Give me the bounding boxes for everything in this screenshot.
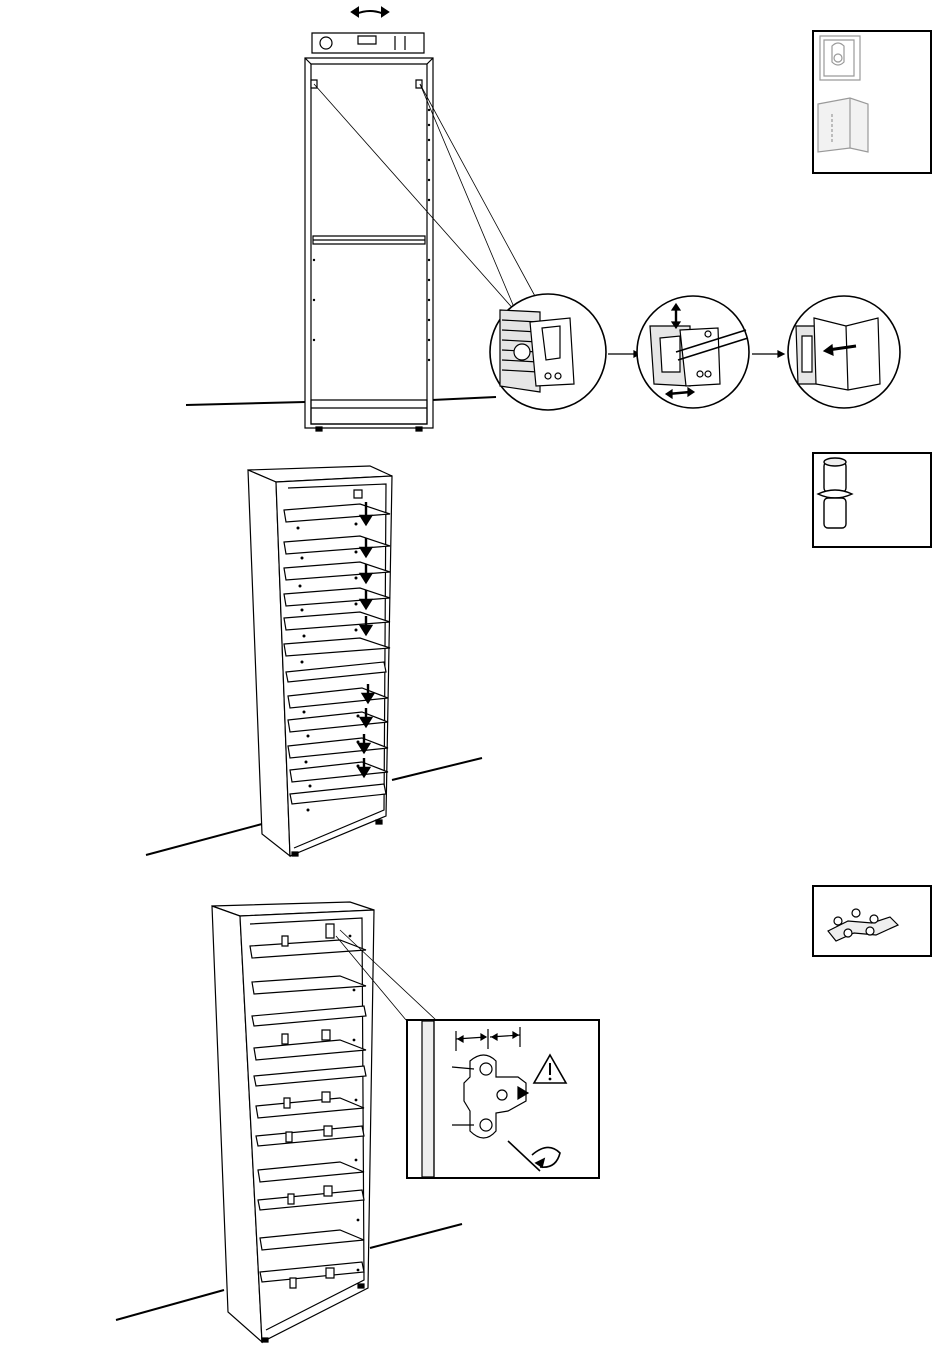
step-1 <box>0 0 950 440</box>
detail-adjust-with-screwdriver <box>637 296 749 408</box>
hinge-plate-icon <box>452 1055 528 1138</box>
floor-line <box>186 402 305 405</box>
wall-hanging-bracket-icon <box>820 36 860 80</box>
detail-hook-onto-bracket <box>490 294 606 410</box>
floor-line <box>146 824 262 855</box>
parts-box-step-3 <box>812 885 932 957</box>
step-3 <box>0 880 950 1369</box>
floor-line <box>392 758 482 780</box>
parts-box-step-2 <box>812 452 932 548</box>
shelf-support-pin-icon <box>818 458 852 528</box>
hinge-plate-with-screws-icon <box>828 909 898 941</box>
hinge-detail-callout <box>406 1019 600 1179</box>
floor-line <box>370 1224 462 1248</box>
cabinet-carcass <box>305 58 433 431</box>
left-right-arrow-icon <box>352 8 388 16</box>
floor-line <box>116 1290 224 1320</box>
parts-box-step-1 <box>812 30 932 174</box>
detail-snap-on-cover <box>788 296 900 408</box>
corner-cap-icon <box>818 98 868 152</box>
step-2 <box>0 440 950 880</box>
floor-line <box>432 397 496 400</box>
step-2-illustration <box>0 440 950 880</box>
dimension-markers <box>456 1027 520 1051</box>
warning-icon <box>534 1055 566 1083</box>
step-1-illustration <box>0 0 950 440</box>
screwdriver-icon <box>508 1141 560 1171</box>
